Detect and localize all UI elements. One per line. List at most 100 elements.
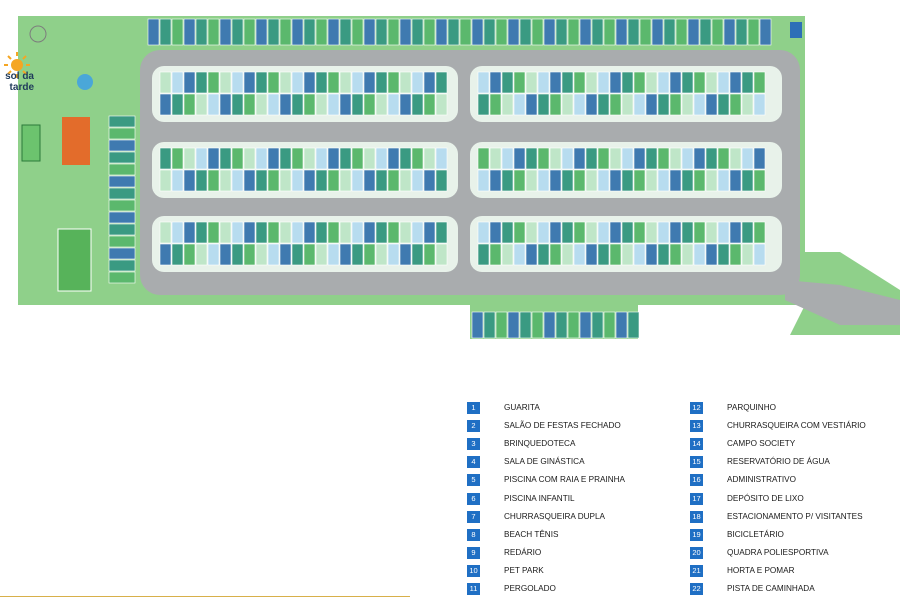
lot: [693, 147, 706, 170]
lot: [231, 243, 244, 266]
lot: [243, 93, 256, 116]
lot: [669, 71, 682, 94]
lot: [729, 169, 742, 192]
lot: [597, 169, 610, 192]
lot: [621, 71, 634, 94]
lot: [327, 93, 340, 116]
legend-label: ESTACIONAMENTO P/ VISITANTES: [727, 511, 863, 521]
legend-number-badge: 20: [690, 546, 703, 559]
lot: [513, 147, 526, 170]
lot: [477, 93, 490, 116]
lot: [693, 169, 706, 192]
lot: [537, 243, 550, 266]
lot: [633, 71, 646, 94]
lot: [108, 199, 136, 212]
legend-label: CHURRASQUEIRA DUPLA: [504, 511, 605, 521]
lot: [315, 221, 328, 244]
lot: [195, 71, 208, 94]
lot: [573, 93, 586, 116]
lot: [705, 147, 718, 170]
lot: [219, 169, 232, 192]
lot: [363, 18, 376, 46]
sports-court: [62, 117, 90, 165]
legend-label: CHURRASQUEIRA COM VESTIÁRIO: [727, 421, 866, 431]
lot: [759, 18, 772, 46]
legend-number-badge: 3: [467, 438, 480, 451]
lot: [513, 243, 526, 266]
lot: [597, 71, 610, 94]
lot: [279, 71, 292, 94]
lot: [447, 18, 460, 46]
lot: [231, 93, 244, 116]
lot: [513, 71, 526, 94]
lot: [717, 221, 730, 244]
legend-label: PERGOLADO: [504, 584, 556, 593]
lot: [459, 18, 472, 46]
lot: [108, 139, 136, 152]
legend-label: DEPÓSITO DE LIXO: [727, 493, 804, 503]
legend-number-badge: 15: [690, 456, 703, 469]
lot: [537, 221, 550, 244]
legend-number-badge: 6: [467, 492, 480, 505]
lot: [387, 221, 400, 244]
lot: [621, 243, 634, 266]
lot: [183, 221, 196, 244]
lot: [423, 169, 436, 192]
lot: [741, 71, 754, 94]
lot: [663, 18, 676, 46]
lot: [363, 93, 376, 116]
lot: [471, 18, 484, 46]
lot: [315, 18, 328, 46]
lot: [267, 243, 280, 266]
lot: [327, 18, 340, 46]
lot: [645, 93, 658, 116]
lot: [423, 71, 436, 94]
lot-block: [470, 216, 782, 272]
lot: [159, 71, 172, 94]
lot: [753, 221, 766, 244]
legend-number-badge: 17: [690, 492, 703, 505]
lot: [729, 93, 742, 116]
legend-label: SALÃO DE FESTAS FECHADO: [504, 421, 621, 431]
sun-label: sol da tarde: [0, 71, 34, 93]
lot: [573, 243, 586, 266]
guardhouse: [790, 22, 802, 38]
lot: [171, 243, 184, 266]
lot: [315, 93, 328, 116]
lot: [291, 243, 304, 266]
lot: [231, 221, 244, 244]
soccer-field: [57, 228, 92, 292]
lot: [171, 71, 184, 94]
legend-label: BICICLETÁRIO: [727, 529, 784, 539]
lot: [705, 93, 718, 116]
legend-label: BRINQUEDOTECA: [504, 439, 576, 449]
lot: [267, 147, 280, 170]
lot: [717, 93, 730, 116]
legend-label: RESERVATÓRIO DE ÁGUA: [727, 457, 830, 467]
lot: [585, 221, 598, 244]
lot: [525, 221, 538, 244]
legend-label: BEACH TÊNIS: [504, 529, 559, 539]
lot: [303, 169, 316, 192]
lot: [315, 169, 328, 192]
lot: [267, 71, 280, 94]
lot: [315, 147, 328, 170]
lot: [435, 221, 448, 244]
lot: [411, 71, 424, 94]
lot: [633, 93, 646, 116]
lot: [597, 93, 610, 116]
lot: [609, 243, 622, 266]
lot: [525, 93, 538, 116]
lot: [591, 311, 604, 339]
lot: [303, 147, 316, 170]
lot: [657, 221, 670, 244]
lot: [108, 115, 136, 128]
lot: [195, 147, 208, 170]
lot: [195, 169, 208, 192]
lot: [255, 93, 268, 116]
lot: [621, 169, 634, 192]
